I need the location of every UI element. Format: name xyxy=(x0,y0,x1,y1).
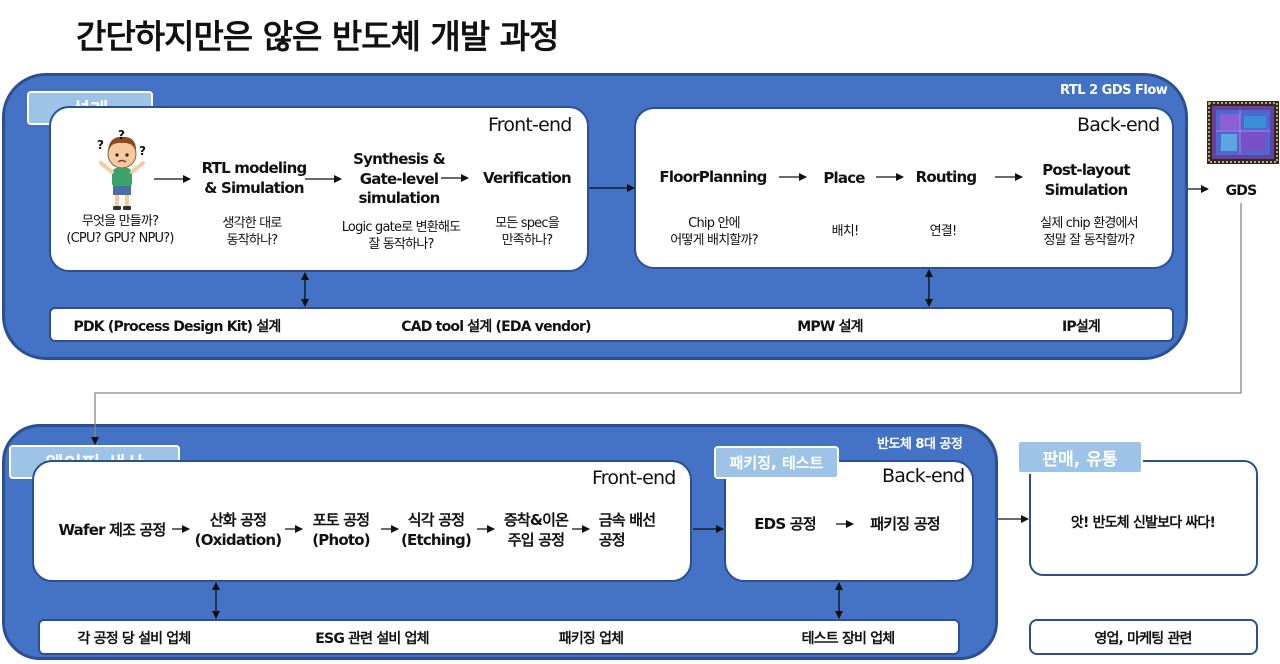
support-cad-tool: CAD tool 설계 (EDA vendor) xyxy=(401,319,591,335)
production-support-bar xyxy=(38,619,960,655)
production-backend-heading: Back-end xyxy=(882,465,965,487)
production-corner-label: 반도체 8대 공정 xyxy=(877,437,963,452)
design-backend-heading: Back-end xyxy=(1077,114,1160,136)
desc-synthesis: Logic gate로 변환해도 잘 동작하나? xyxy=(341,220,461,252)
step-synthesis: Synthesis & Gate-level simulation xyxy=(353,150,446,207)
gds-label: GDS xyxy=(1225,183,1258,199)
desc-rtl: 생각한 대로 동작하나? xyxy=(222,216,282,248)
desc-routing: 연결! xyxy=(929,224,958,239)
desc-verification: 모든 spec을 만족하나? xyxy=(495,216,560,248)
step-oxidation: 산화 공정 (Oxidation) xyxy=(194,511,282,549)
step-place: Place xyxy=(823,169,865,187)
question-mark: ? xyxy=(97,138,104,152)
support-ip: IP설계 xyxy=(1061,319,1101,335)
question-mark: ? xyxy=(139,144,146,158)
page-title: 간단하지만은 않은 반도체 개발 과정 xyxy=(76,17,559,56)
gds-chip-image xyxy=(1207,101,1279,164)
support-test-equipment: 테스트 장비 업체 xyxy=(801,631,896,647)
support-equipment: 각 공정 당 설비 업체 xyxy=(77,631,192,647)
support-packaging: 패키징 업체 xyxy=(558,631,624,647)
step-packaging: 패키징 공정 xyxy=(870,515,940,533)
desc-what-to-build: 무엇을 만들까? (CPU? GPU? NPU?) xyxy=(66,214,174,246)
step-rtl-modeling: RTL modeling & Simulation xyxy=(201,159,308,197)
design-corner-label: RTL 2 GDS Flow xyxy=(1060,83,1168,98)
step-post-layout: Post-layout Simulation xyxy=(1042,161,1130,199)
sales-card xyxy=(1029,460,1258,576)
step-metal: 금속 배선 공정 xyxy=(598,511,656,549)
support-pdk: PDK (Process Design Kit) 설계 xyxy=(73,319,281,335)
desc-post-layout: 실제 chip 환경에서 정말 잘 동작할까? xyxy=(1040,216,1138,248)
sales-support-bar xyxy=(1029,619,1258,655)
step-photo: 포토 공정 (Photo) xyxy=(312,511,370,549)
design-frontend-heading: Front-end xyxy=(488,114,572,136)
step-eds: EDS 공정 xyxy=(754,515,816,533)
production-frontend-card xyxy=(32,460,692,582)
step-verification: Verification xyxy=(483,169,572,187)
question-mark: ? xyxy=(118,128,125,142)
step-wafer: Wafer 제조 공정 xyxy=(58,521,166,539)
sales-support-label: 영업, 마케팅 관련 xyxy=(1094,631,1192,647)
packaging-test-tag: 패키징, 테스트 xyxy=(714,446,839,479)
step-floorplanning: FloorPlanning xyxy=(659,168,767,186)
sales-message: 앗! 반도체 신발보다 싸다! xyxy=(1070,515,1216,531)
step-etching: 식각 공정 (Etching) xyxy=(400,511,472,549)
sales-tag: 판매, 유통 xyxy=(1017,440,1143,474)
support-mpw: MPW 설계 xyxy=(797,319,863,335)
support-esg: ESG 관련 설비 업체 xyxy=(315,631,429,647)
step-routing: Routing xyxy=(915,168,977,186)
desc-floorplanning: Chip 안에 어떻게 배치할까? xyxy=(670,216,758,248)
desc-place: 배치! xyxy=(831,224,860,239)
step-deposition: 증착&이온 주입 공정 xyxy=(503,511,569,549)
production-frontend-heading: Front-end xyxy=(592,467,676,489)
